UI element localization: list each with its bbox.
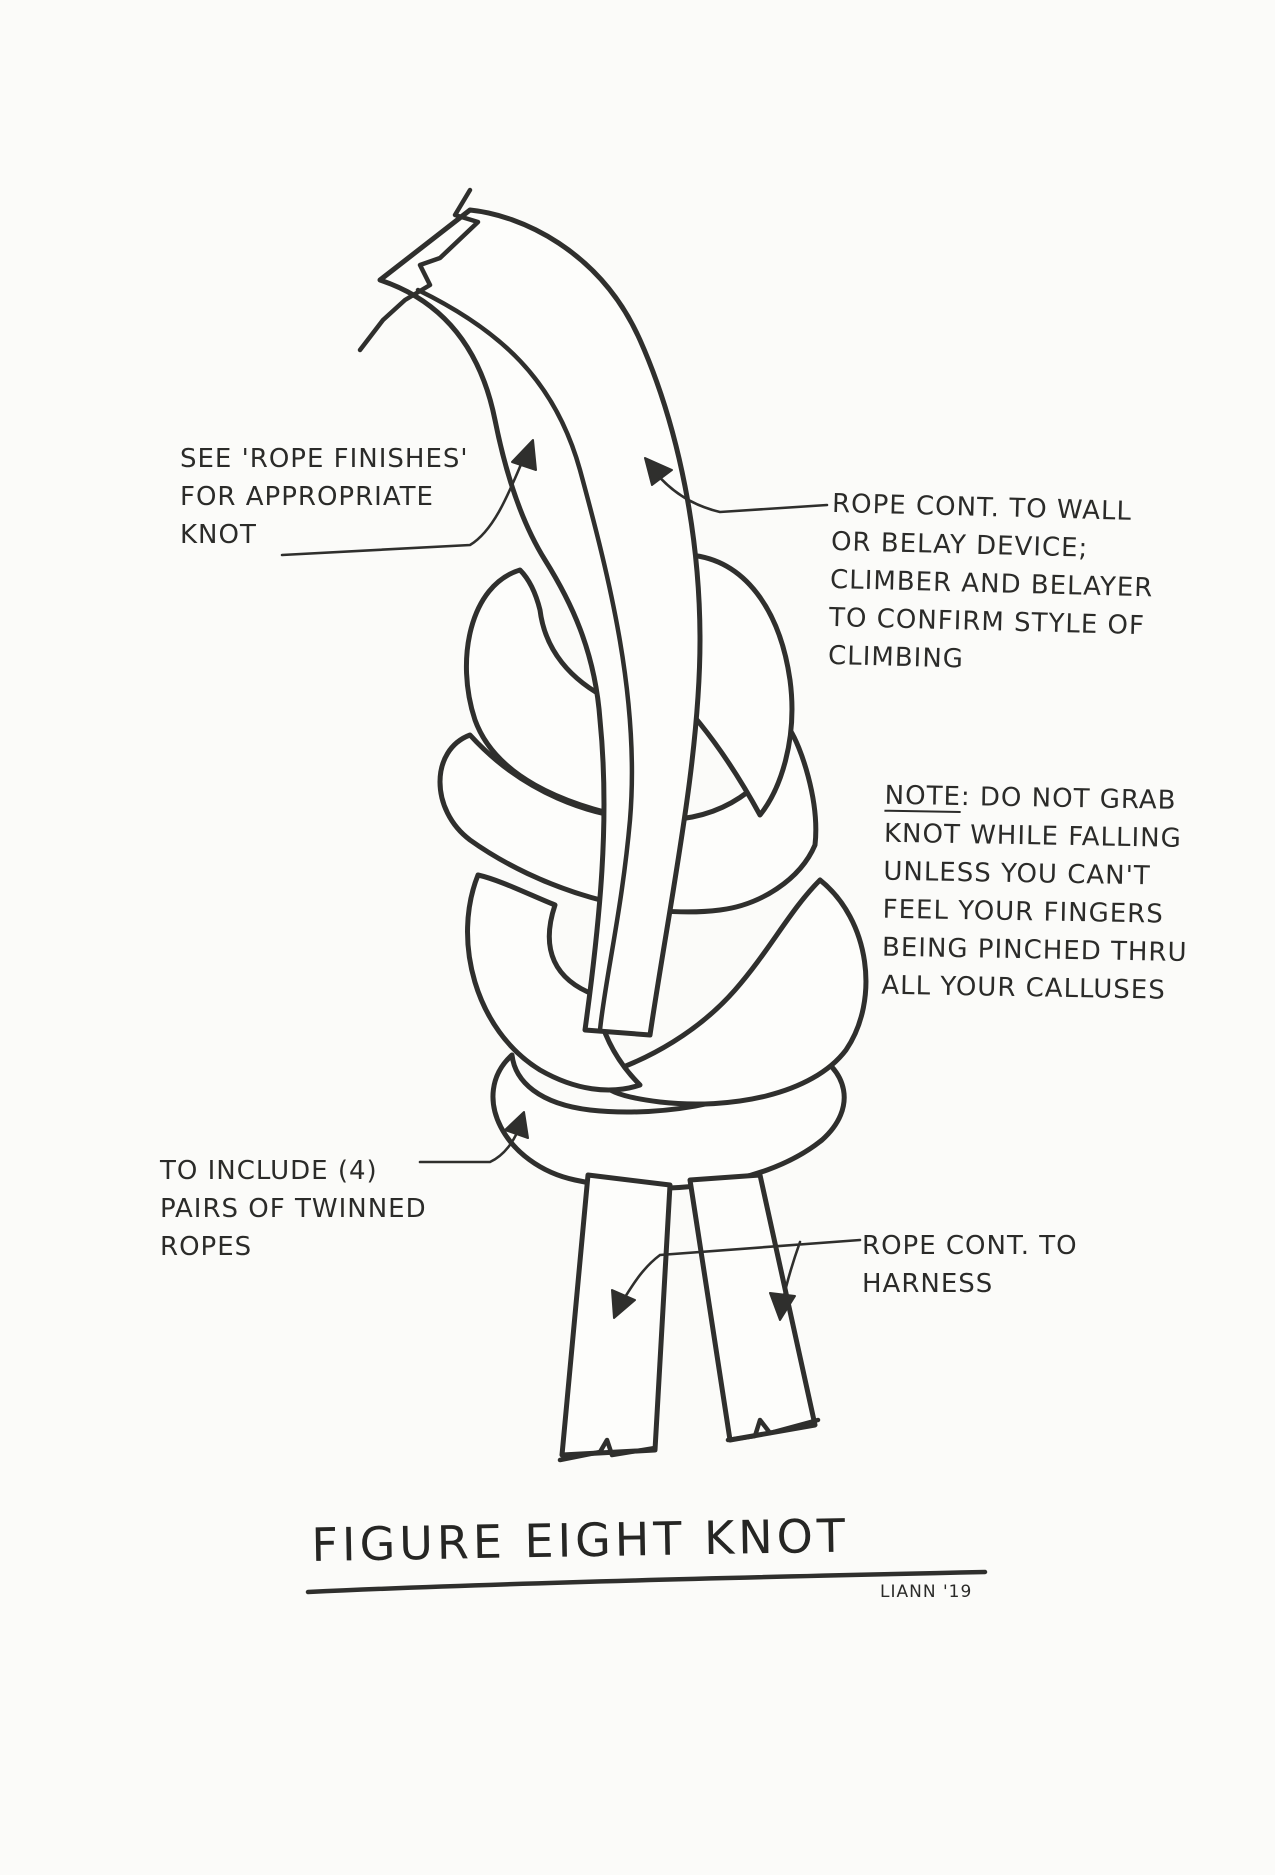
arrow-head-wall	[644, 457, 673, 486]
diagram-title: FIGURE EIGHT KNOT	[311, 1508, 850, 1572]
arrow-head-finishes	[511, 439, 537, 471]
rope-top-cut-ends	[357, 187, 481, 353]
leader-finishes	[280, 453, 527, 557]
annotation-rope-to-wall: ROPE CONT. TO WALL OR BELAY DEVICE; CLIM…	[827, 488, 1154, 675]
annotation-rope-to-harness: ROPE CONT. TO HARNESS	[862, 1231, 1078, 1299]
arrow-head-harness-right	[769, 1292, 796, 1321]
note-text: : DO NOT GRAB KNOT WHILE FALLING UNLESS …	[881, 782, 1188, 1006]
artist-signature: LIANN '19	[880, 1582, 973, 1602]
arrow-head-harness-left	[611, 1289, 636, 1319]
rope-lower-strand-right	[687, 1172, 818, 1443]
note-label: NOTE	[884, 780, 962, 813]
annotation-do-not-grab: NOTE: DO NOT GRAB KNOT WHILE FALLING UNL…	[881, 777, 1265, 1012]
knot-bottom-loop	[490, 1047, 847, 1191]
knot-lower-right-lobe	[597, 877, 869, 1107]
rope-upper-strand-seam	[415, 287, 635, 1033]
annotation-twinned-ropes: TO INCLUDE (4) PAIRS OF TWINNED ROPES	[160, 1156, 427, 1262]
title-underline	[305, 1569, 988, 1595]
arrow-head-twinned	[504, 1111, 529, 1139]
rope-bottom-cut-ends	[557, 1417, 821, 1463]
rope-upper-strand	[377, 207, 703, 1038]
annotation-rope-finishes: SEE 'ROPE FINISHES' FOR APPROPRIATE KNOT	[180, 444, 469, 550]
knot-lower-left-lobe	[465, 872, 643, 1093]
